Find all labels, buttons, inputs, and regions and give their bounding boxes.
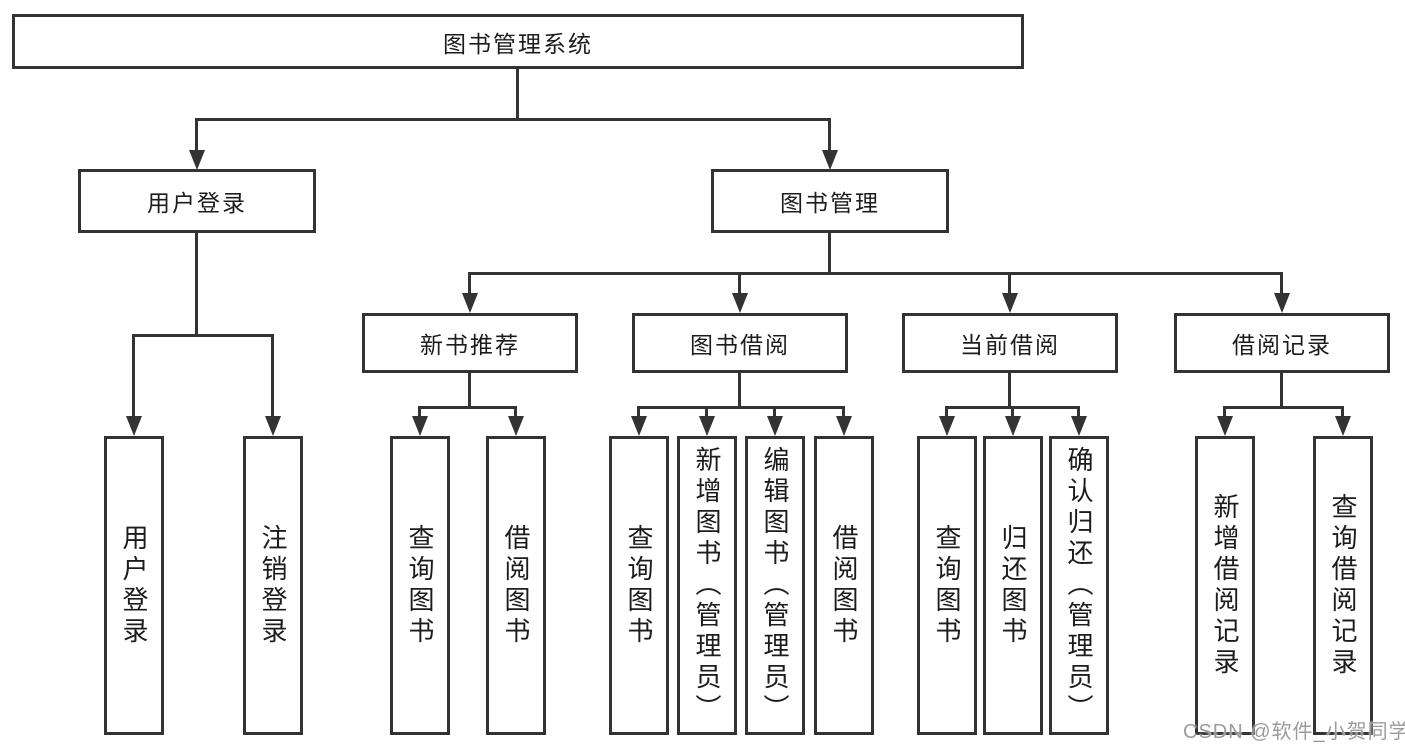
- connector-level2-rail: [195, 118, 831, 121]
- leaf-query-books-borrowing: 查询图书: [609, 436, 669, 735]
- connector-rail: [418, 406, 517, 409]
- node-new-book-recommendation: 新书推荐: [362, 313, 578, 373]
- arrow-down-icon: [1274, 293, 1290, 313]
- leaf-confirm-return-admin: 确认归还（管理员）: [1049, 436, 1109, 735]
- leaf-add-books-admin: 新增图书（管理员）: [677, 436, 737, 735]
- connector-stem: [828, 231, 831, 275]
- connector-stem: [738, 272, 741, 296]
- arrow-down-icon: [822, 150, 838, 170]
- arrow-down-icon: [1217, 416, 1233, 436]
- leaf-logout: 注销登录: [243, 436, 303, 735]
- connector-stem: [1077, 406, 1080, 419]
- leaf-borrow-books-borrowing: 借阅图书: [814, 436, 874, 735]
- connector-stem: [1223, 406, 1226, 419]
- leaf-user-login: 用户登录: [104, 436, 164, 735]
- leaf-borrow-books-recommend: 借阅图书: [486, 436, 546, 735]
- connector-stem: [418, 406, 421, 419]
- connector-stem: [1341, 406, 1344, 419]
- arrow-down-icon: [508, 416, 524, 436]
- connector-stem: [945, 406, 948, 419]
- leaf-return-books: 归还图书: [983, 436, 1043, 735]
- leaf-query-borrow-record: 查询借阅记录: [1313, 436, 1373, 735]
- connector-rail: [1223, 406, 1344, 409]
- leaf-edit-books-admin: 编辑图书（管理员）: [745, 436, 805, 735]
- arrow-down-icon: [939, 416, 955, 436]
- arrow-down-icon: [265, 416, 281, 436]
- node-user-login: 用户登录: [78, 169, 316, 233]
- node-current-borrowing: 当前借阅: [902, 313, 1118, 373]
- arrow-down-icon: [462, 293, 478, 313]
- connector-stem: [195, 231, 198, 335]
- node-borrowing-records: 借阅记录: [1174, 313, 1390, 373]
- node-book-borrowing: 图书借阅: [632, 313, 848, 373]
- node-book-management: 图书管理: [711, 169, 949, 233]
- connector-stem: [705, 406, 708, 419]
- connector-rail: [132, 334, 274, 337]
- node-library-management-system: 图书管理系统: [12, 14, 1024, 69]
- connector-stem: [195, 118, 198, 152]
- connector-stem: [842, 406, 845, 419]
- leaf-add-borrow-record: 新增借阅记录: [1195, 436, 1255, 735]
- arrow-down-icon: [732, 293, 748, 313]
- arrow-down-icon: [1335, 416, 1351, 436]
- connector-stem: [271, 334, 274, 418]
- connector-stem: [828, 118, 831, 152]
- connector-stem: [1011, 406, 1014, 419]
- arrow-down-icon: [1071, 416, 1087, 436]
- connector-rail: [637, 406, 845, 409]
- connector-stem: [1008, 371, 1011, 409]
- connector-stem: [468, 272, 471, 296]
- leaf-query-books-current: 查询图书: [917, 436, 977, 735]
- connector-level3-rail: [468, 272, 1283, 275]
- connector-root-stem: [516, 69, 519, 120]
- arrow-down-icon: [126, 416, 142, 436]
- connector-stem: [1008, 272, 1011, 296]
- arrow-down-icon: [836, 416, 852, 436]
- arrow-down-icon: [767, 416, 783, 436]
- arrow-down-icon: [631, 416, 647, 436]
- arrow-down-icon: [699, 416, 715, 436]
- connector-stem: [1280, 371, 1283, 409]
- arrow-down-icon: [1005, 416, 1021, 436]
- arrow-down-icon: [1002, 293, 1018, 313]
- connector-stem: [468, 371, 471, 409]
- csdn-watermark: CSDN @软件_小贺同学: [1183, 721, 1405, 743]
- arrow-down-icon: [189, 150, 205, 170]
- connector-stem: [1280, 272, 1283, 296]
- connector-stem: [773, 406, 776, 419]
- connector-stem: [738, 371, 741, 409]
- connector-stem: [514, 406, 517, 419]
- leaf-query-books-recommend: 查询图书: [390, 436, 450, 735]
- arrow-down-icon: [412, 416, 428, 436]
- connector-stem: [132, 334, 135, 418]
- connector-stem: [637, 406, 640, 419]
